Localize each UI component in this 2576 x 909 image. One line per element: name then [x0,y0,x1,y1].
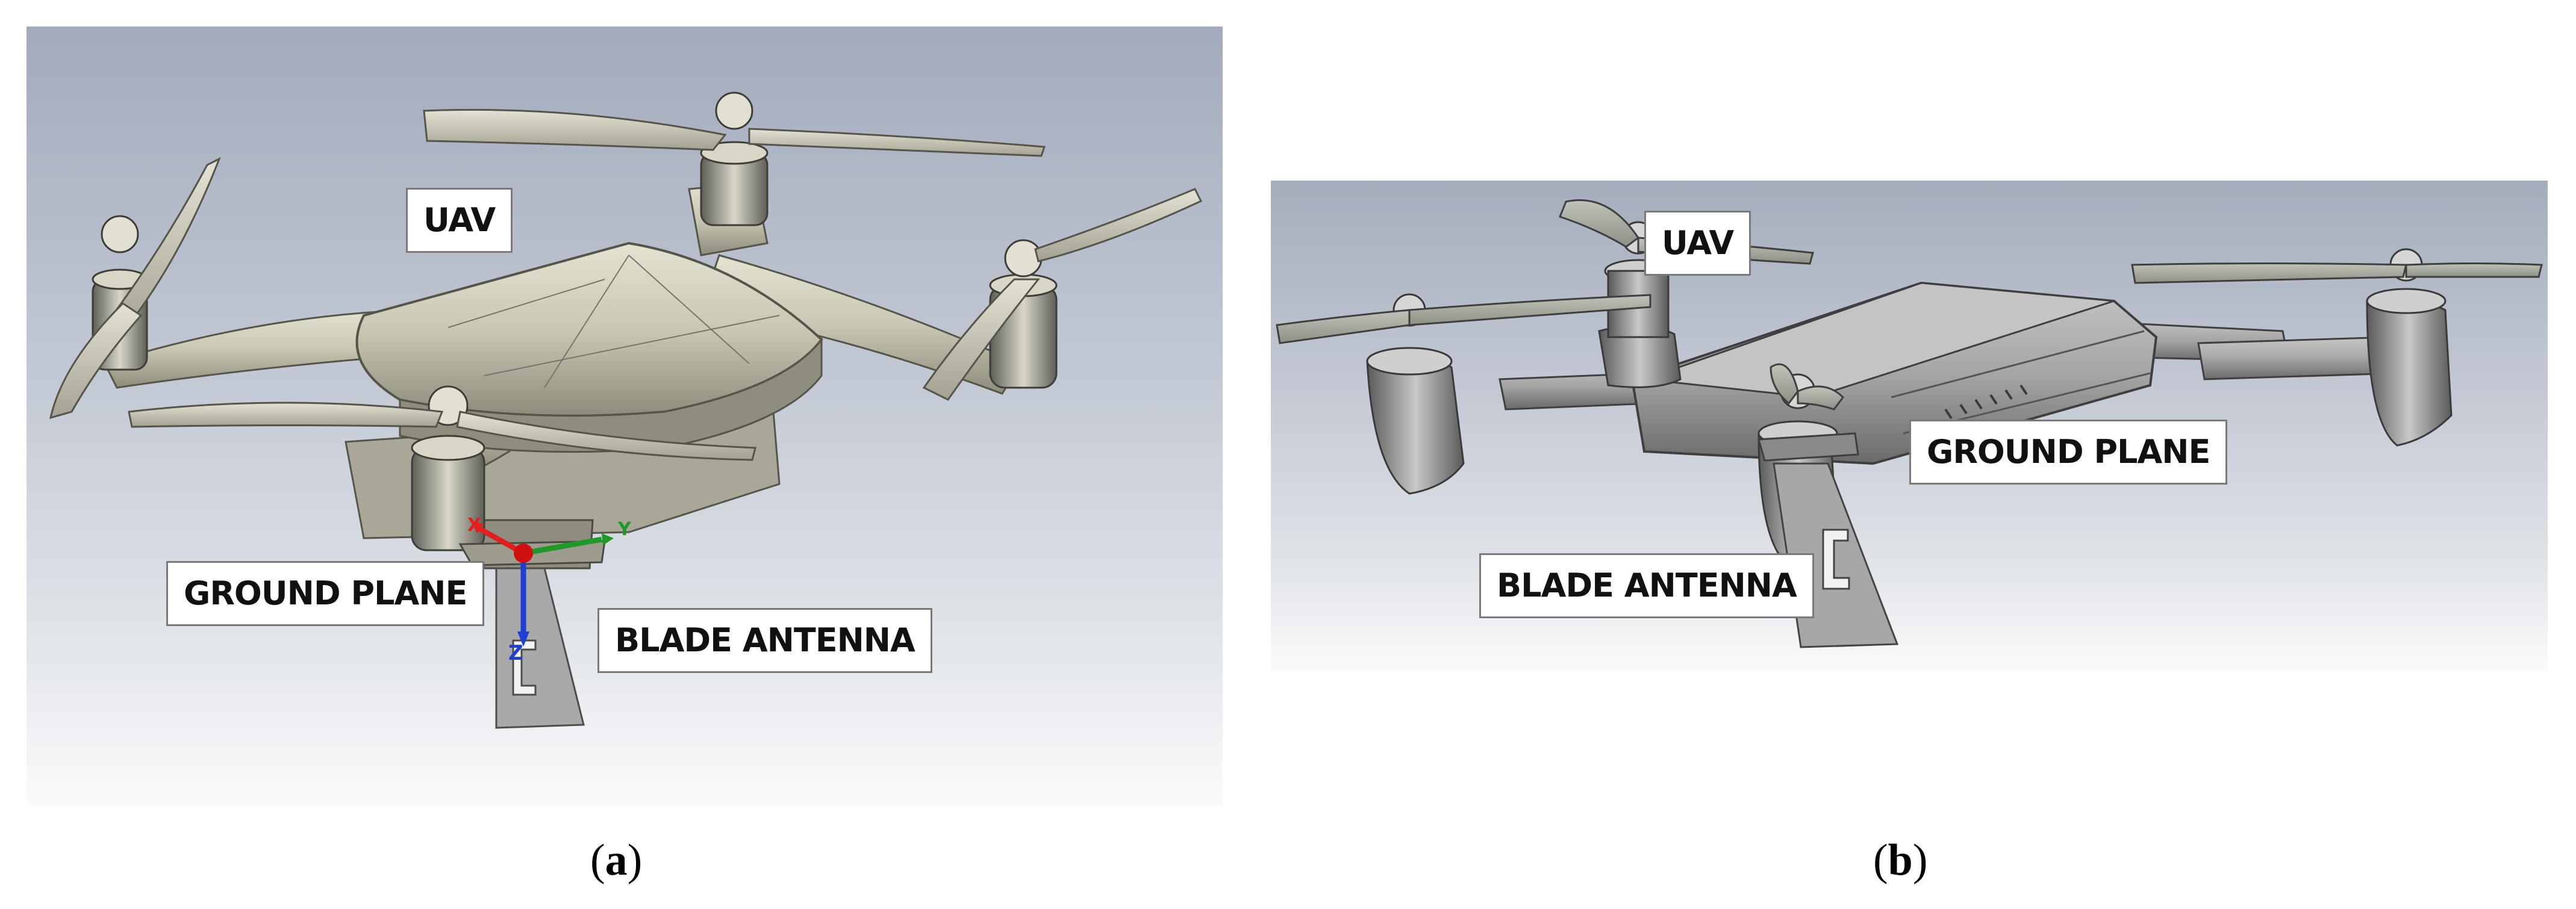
axis-x-label: X [467,515,481,536]
caption-b-letter: b [1888,836,1913,885]
axis-y-label: Y [617,519,632,540]
label-ground-plane-a: GROUND PLANE [166,561,485,626]
panel-a-cad-render: X Y Z UAV GROUND PLANE BLADE ANTENNA [27,26,1223,807]
axes-triad [471,521,614,647]
label-uav-b: UAV [1644,211,1751,276]
caption-b: (b) [1873,836,1928,885]
caption-a-letter: a [605,836,628,885]
quadcopter-b-drawing [1276,199,2543,648]
label-blade-antenna-a: BLADE ANTENNA [597,608,932,673]
label-blade-antenna-b: BLADE ANTENNA [1479,553,1814,618]
quadcopter-a-drawing: X Y Z [49,92,1203,729]
caption-a: (a) [590,836,643,885]
label-ground-plane-b: GROUND PLANE [1909,420,2228,485]
panel-b-cad-render: UAV GROUND PLANE BLADE ANTENNA [1271,181,2548,671]
axis-z-label: Z [508,641,523,665]
label-uav-a: UAV [406,188,513,253]
